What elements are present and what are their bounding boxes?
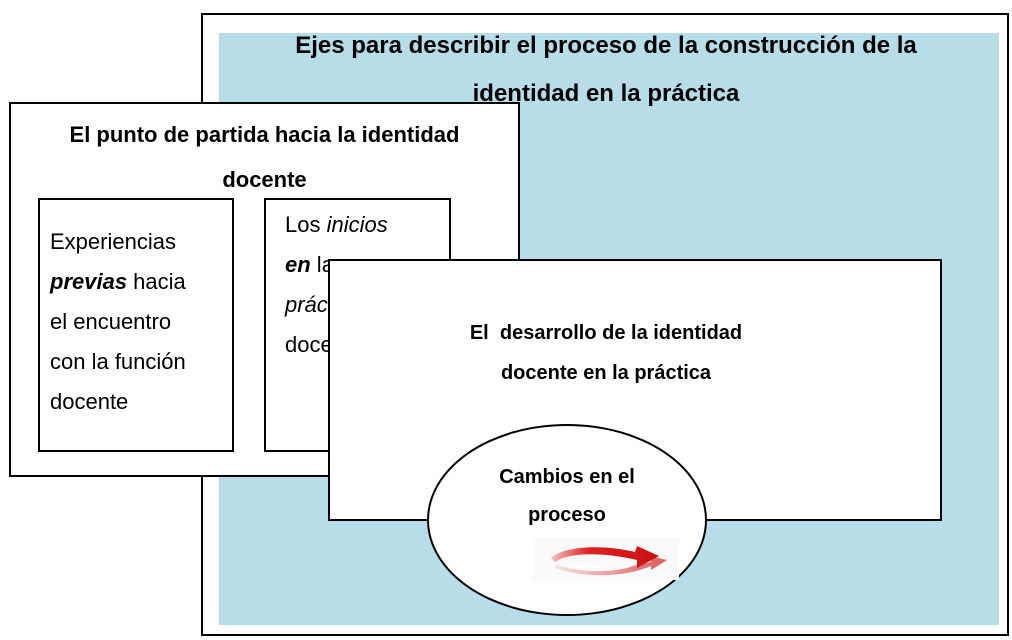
development-title-line2: docente en la práctica	[500, 362, 712, 384]
changes-line2: proceso	[528, 504, 606, 526]
sub1-line4: con la función	[50, 349, 186, 374]
previous-experiences-text: Experiencias previas hacia el encuentro …	[50, 222, 230, 422]
sub1-hacia: hacia	[127, 269, 186, 294]
changes-ellipse	[427, 424, 707, 616]
sub1-line5: docente	[50, 389, 129, 414]
starting-point-title-line2: docente	[222, 167, 307, 192]
development-title: El desarrollo de la identidad docente en…	[446, 313, 766, 393]
sub2-line1: Los inicios	[285, 205, 445, 245]
previous-experiences-box	[38, 198, 234, 452]
sub1-previas: previas	[50, 269, 128, 294]
red-swirl-arrow-icon	[533, 538, 679, 580]
diagram-title-line1: Ejes para describir el proceso de la con…	[295, 32, 917, 59]
sub2-en: en	[285, 252, 311, 277]
sub1-line3: el encuentro	[50, 309, 172, 334]
sub1-line2: previas hacia	[50, 262, 230, 302]
changes-text: Cambios en el proceso	[497, 458, 637, 534]
sub1-line1: Experiencias	[50, 229, 176, 254]
development-title-line1: El desarrollo de la identidad	[469, 322, 743, 344]
changes-line1: Cambios en el	[499, 466, 635, 488]
starting-point-title-line1: El punto de partida hacia la identidad	[69, 122, 460, 147]
starting-point-title: El punto de partida hacia la identidad d…	[9, 112, 520, 202]
sub2-los: Los	[285, 212, 327, 237]
sub2-inicios: inicios	[326, 212, 388, 237]
